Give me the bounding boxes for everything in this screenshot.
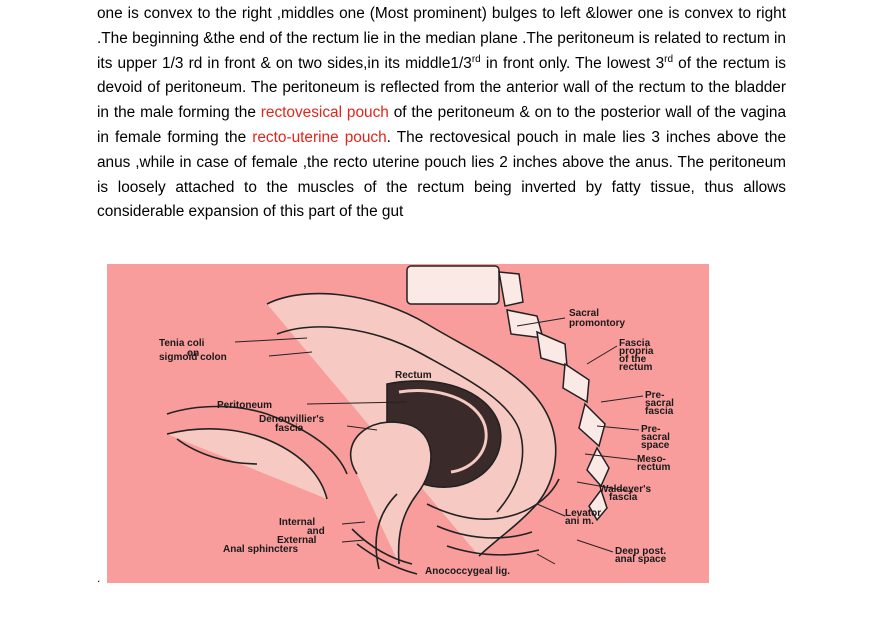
label-rectum: Rectum [395, 370, 432, 381]
text-segment: in front only. The lowest 3 [480, 54, 665, 72]
label-internal: Internal [279, 517, 315, 528]
label-levator-ani: ani m. [565, 516, 594, 527]
label-pre-fascia: Pre- [645, 390, 664, 401]
trailing-mark: . [97, 571, 101, 585]
label-of-the: of the [619, 354, 647, 365]
label-meso: Meso- [637, 454, 666, 465]
label-deep-anal-space: anal space [615, 554, 667, 565]
rectum-anatomy-figure: Tenia coli on sigmoid colon Rectum Perit… [107, 264, 709, 583]
label-denonvilliers-fascia: fascia [275, 423, 304, 434]
label-mesorectum: rectum [637, 462, 670, 473]
body-paragraph: one is convex to the right ,middles one … [97, 2, 786, 225]
term-recto-uterine-pouch: recto-uterine pouch [252, 128, 387, 146]
superscript: rd [664, 53, 674, 65]
label-presacral-space: space [641, 440, 670, 451]
label-waldeyers: Waldeyer's [599, 484, 651, 495]
label-sigmoid-colon: sigmoid colon [159, 352, 227, 363]
label-peritoneum: Peritoneum [217, 400, 272, 411]
text-segment: . The rectovesical pouch in male lies 3 … [97, 128, 787, 221]
label-sacral-space: sacral [641, 432, 670, 443]
label-promontory: promontory [569, 318, 626, 329]
rectum-illustration [166, 292, 560, 575]
label-fascia: Fascia [619, 338, 651, 349]
label-pre-space: Pre- [641, 424, 660, 435]
label-waldeyers-fascia: fascia [609, 492, 638, 503]
label-presacral-fascia: fascia [645, 406, 674, 417]
label-rectum-fascia: rectum [619, 362, 652, 373]
rectum-diagram: Tenia coli on sigmoid colon Rectum Perit… [159, 265, 674, 577]
label-sacral-fascia: sacral [645, 398, 674, 409]
label-denonvilliers: Denonvillier's [259, 414, 325, 425]
label-levator: Levator [565, 508, 601, 519]
sacrum-illustration [406, 265, 610, 522]
label-external: External [277, 535, 317, 546]
term-rectovesical-pouch: rectovesical pouch [260, 104, 389, 122]
text-segment: of the rectum is devoid of peritoneum. T… [97, 54, 786, 122]
label-tenia-coli: Tenia coli [159, 338, 205, 349]
text-segment: of the peritoneum & on to the posterior … [97, 104, 787, 146]
label-anococcygeal: Anococcygeal lig. [425, 566, 510, 577]
label-deep-post: Deep post. [615, 546, 666, 557]
label-sigmoid-colon-text: sigmoid colon [159, 352, 227, 363]
label-sacral: Sacral [569, 308, 599, 319]
label-propria: propria [619, 346, 654, 357]
superscript: rd [471, 53, 481, 65]
label-and: and [307, 526, 325, 537]
label-anal-sphincters: Anal sphincters [223, 544, 298, 555]
label-tenia-coli-on: on [187, 348, 199, 359]
text-segment: one is convex to the right ,middles one … [97, 5, 786, 72]
leader-lines [234, 317, 644, 565]
